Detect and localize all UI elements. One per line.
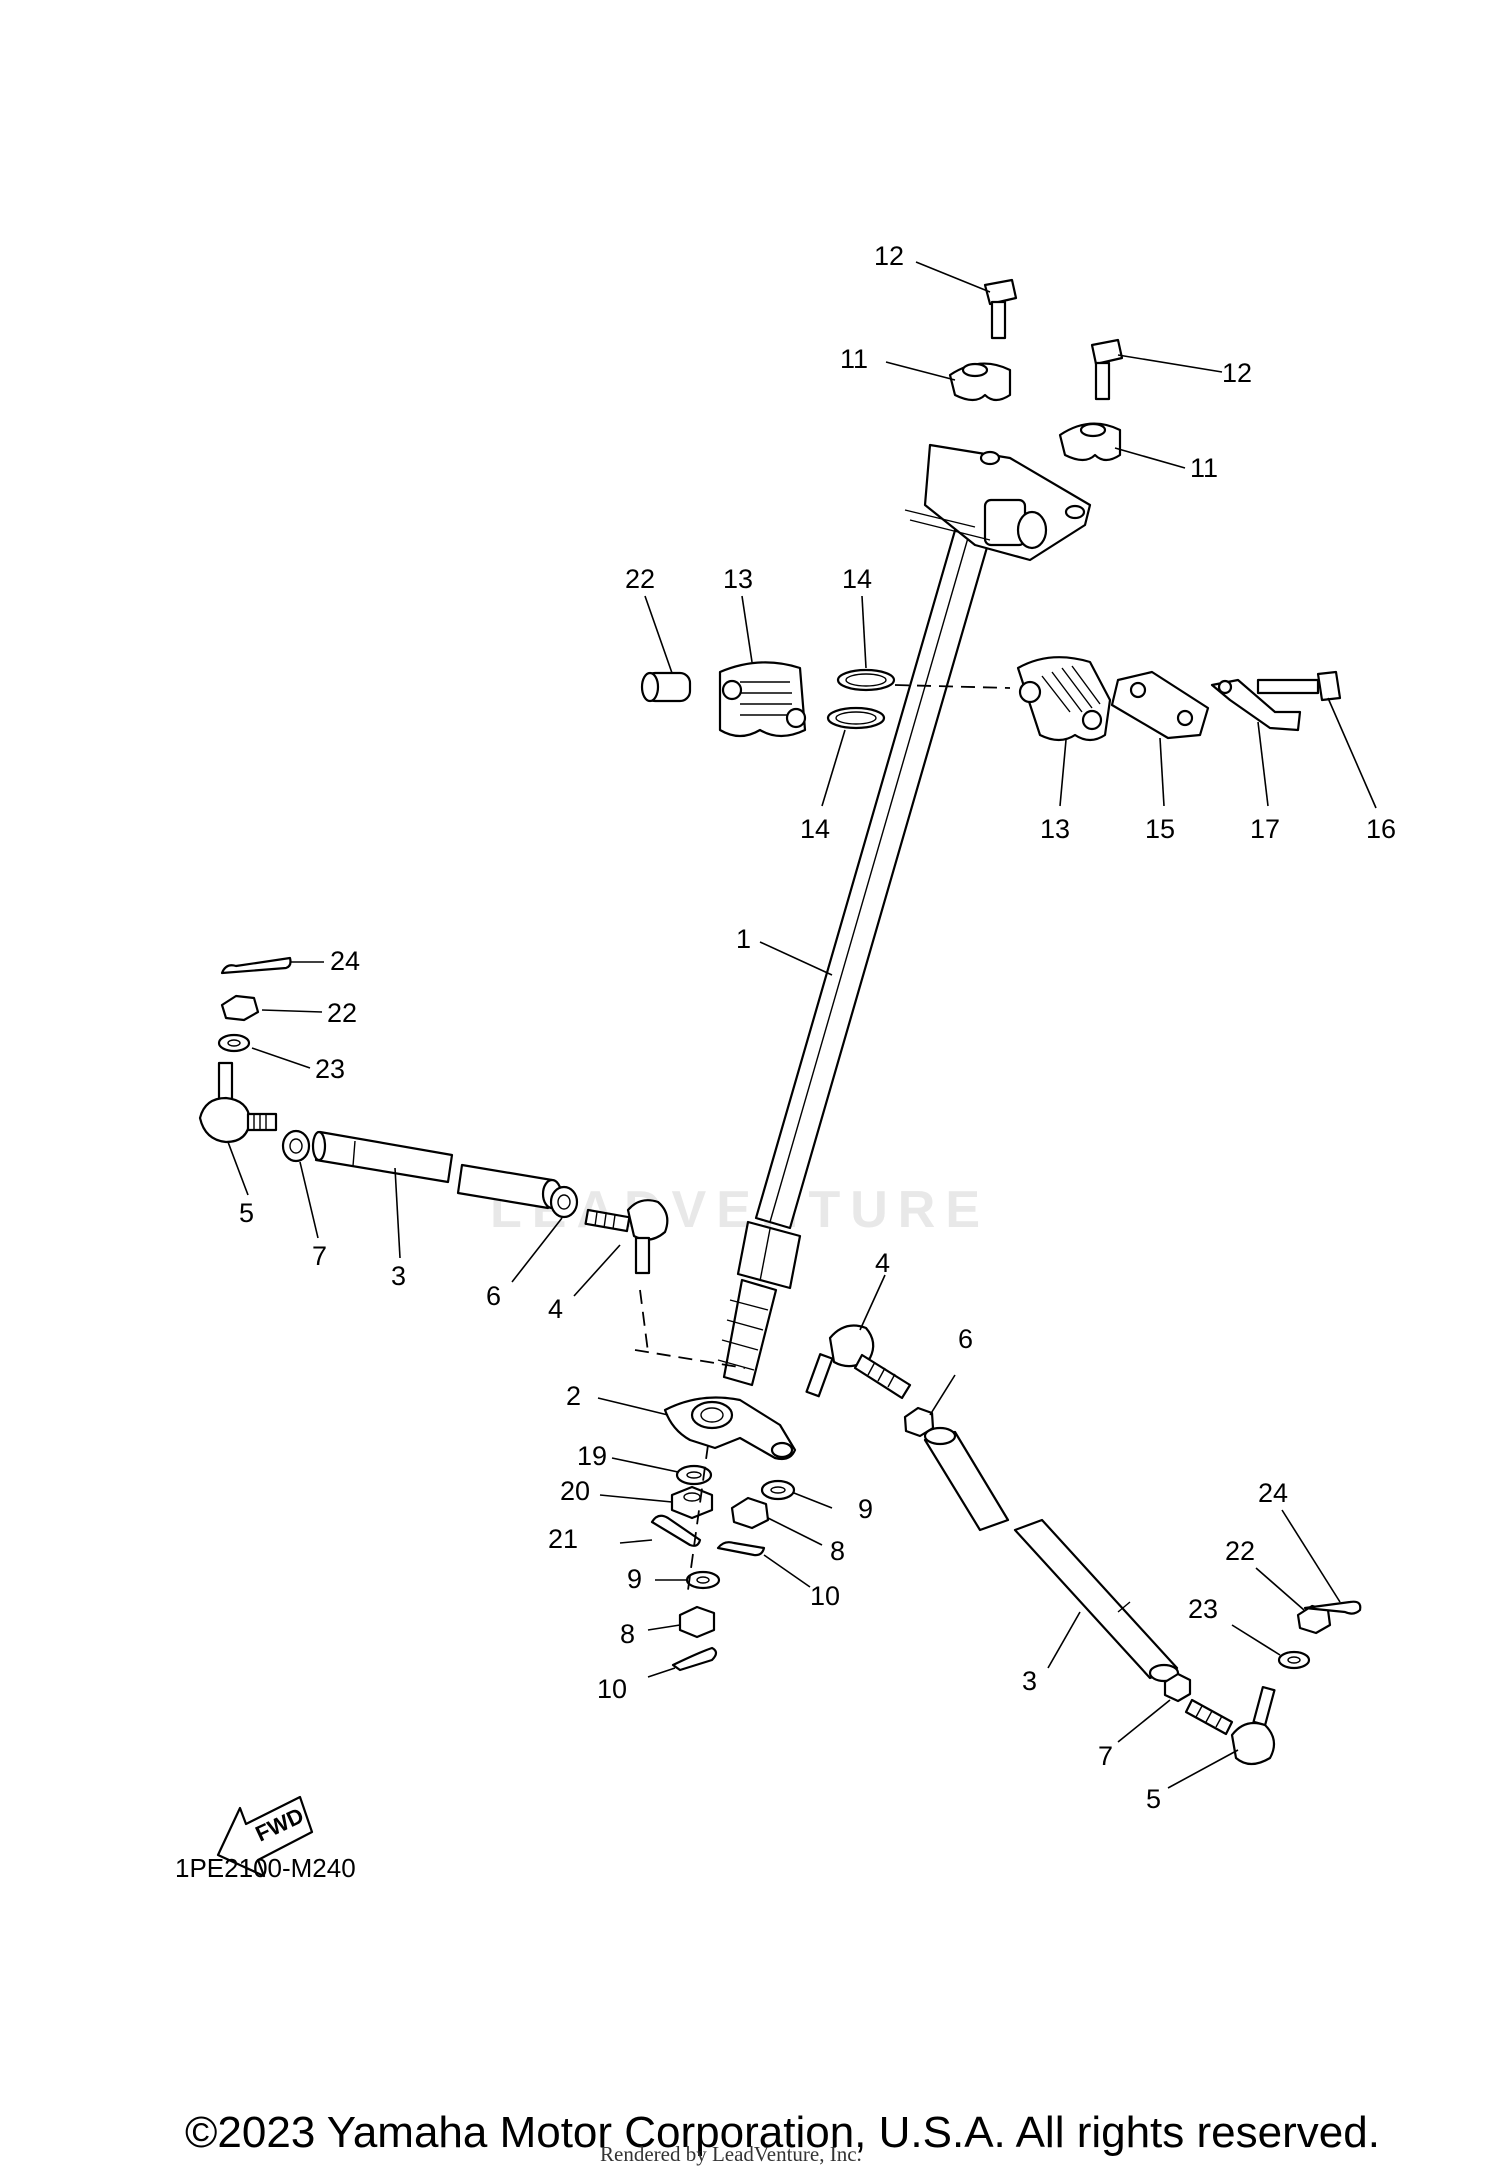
callout-10-right: 10 — [810, 1581, 840, 1611]
tie-rod-end-5-left — [198, 1061, 278, 1144]
pitman-arm — [663, 1396, 797, 1461]
tie-rod-end-4-left — [584, 1199, 669, 1275]
callout-19: 19 — [577, 1441, 607, 1471]
callout-8-right: 8 — [830, 1536, 845, 1566]
washer-23-left — [217, 1033, 251, 1053]
bolt-16 — [1256, 670, 1342, 702]
copyright-notice: ©2023 Yamaha Motor Corporation, U.S.A. A… — [185, 2108, 1380, 2157]
washer-19 — [675, 1464, 713, 1486]
callout-24-right: 24 — [1258, 1478, 1288, 1508]
tie-rod-end-5-right — [1184, 1685, 1276, 1766]
assembly-line-left-b — [634, 1349, 746, 1369]
washer-9-lower — [685, 1570, 721, 1590]
callout-22-right: 22 — [1225, 1536, 1255, 1566]
cotter-pin-21 — [650, 1514, 702, 1547]
leader-lines — [227, 261, 1377, 1789]
cotter-pin-10-lower — [671, 1646, 718, 1672]
callout-6-right: 6 — [958, 1324, 973, 1354]
callout-7-left: 7 — [312, 1241, 327, 1271]
bracket-17 — [1210, 678, 1302, 732]
column-holder-left — [718, 661, 807, 738]
tie-rod-end-4-right — [805, 1324, 912, 1400]
callout-11-right: 11 — [1190, 453, 1218, 483]
callout-5-right: 5 — [1146, 1784, 1161, 1814]
seal-14-bottom — [826, 706, 886, 730]
nut-8-lower — [678, 1605, 716, 1639]
callouts: 12 11 12 11 22 13 14 14 13 15 17 16 1 24… — [239, 241, 1396, 1814]
callout-17: 17 — [1250, 814, 1280, 844]
callout-13-left: 13 — [723, 564, 753, 594]
callout-3-right: 3 — [1022, 1666, 1037, 1696]
callout-11-left: 11 — [840, 344, 868, 374]
callout-9-lower: 9 — [627, 1564, 642, 1594]
callout-22-left: 22 — [327, 998, 357, 1028]
callout-6-left: 6 — [486, 1281, 501, 1311]
bolt-upper-right — [1090, 338, 1124, 401]
callout-4-right: 4 — [875, 1248, 890, 1278]
callout-4-left: 4 — [548, 1294, 563, 1324]
callout-12-right: 12 — [1222, 358, 1252, 388]
handlebar-bracket — [904, 443, 1092, 562]
cotter-pin-24-right — [1303, 1600, 1362, 1615]
callout-15: 15 — [1145, 814, 1175, 844]
cotter-pin-24-left — [220, 956, 292, 975]
callout-1: 1 — [736, 924, 751, 954]
assembly-line-pitman — [687, 1444, 709, 1591]
nut-20 — [670, 1485, 714, 1520]
callout-13-right: 13 — [1040, 814, 1070, 844]
rendered-by: Rendered by LeadVenture, Inc. — [600, 2142, 862, 2166]
callout-24-left: 24 — [330, 946, 360, 976]
handlebar-holder-right — [1058, 422, 1122, 462]
diagram-code: 1PE2100-M240 — [175, 1853, 356, 1883]
assembly-line-left-a — [639, 1289, 649, 1353]
locknut-6-left — [549, 1185, 579, 1219]
callout-7-right: 7 — [1098, 1741, 1113, 1771]
nut-8-right — [730, 1496, 770, 1530]
callout-18: 22 — [625, 564, 655, 594]
handlebar-holder-left — [948, 362, 1012, 402]
callout-8-lower: 8 — [620, 1619, 635, 1649]
bolt-upper-left — [983, 278, 1018, 340]
callout-16: 16 — [1366, 814, 1396, 844]
seal-14-top — [836, 668, 896, 692]
washer-9-right — [760, 1479, 796, 1501]
tie-rod-3-left — [311, 1130, 563, 1210]
locknut-7-right — [1163, 1672, 1192, 1703]
callout-20: 20 — [560, 1476, 590, 1506]
callout-2: 2 — [566, 1381, 581, 1411]
callout-21: 21 — [548, 1524, 578, 1554]
column-holder-right — [1016, 656, 1112, 742]
steering-column-shaft — [717, 518, 994, 1387]
cotter-pin-10-right — [716, 1541, 766, 1557]
callout-14-bottom: 14 — [800, 814, 830, 844]
plate-15 — [1110, 670, 1210, 740]
callout-10-lower: 10 — [597, 1674, 627, 1704]
callout-9-right: 9 — [858, 1494, 873, 1524]
callout-14-top: 14 — [842, 564, 872, 594]
tie-rod-3-right — [923, 1426, 1180, 1683]
callout-23-right: 23 — [1188, 1594, 1218, 1624]
collar-18 — [640, 671, 692, 703]
callout-3-left: 3 — [391, 1261, 406, 1291]
washer-23-right — [1277, 1650, 1311, 1670]
locknut-7-left — [281, 1129, 311, 1163]
assembly-line-holder — [894, 684, 1011, 689]
callout-23-left: 23 — [315, 1054, 345, 1084]
callout-5-left: 5 — [239, 1198, 254, 1228]
nut-22-left — [220, 994, 260, 1022]
callout-12-top: 12 — [874, 241, 904, 271]
